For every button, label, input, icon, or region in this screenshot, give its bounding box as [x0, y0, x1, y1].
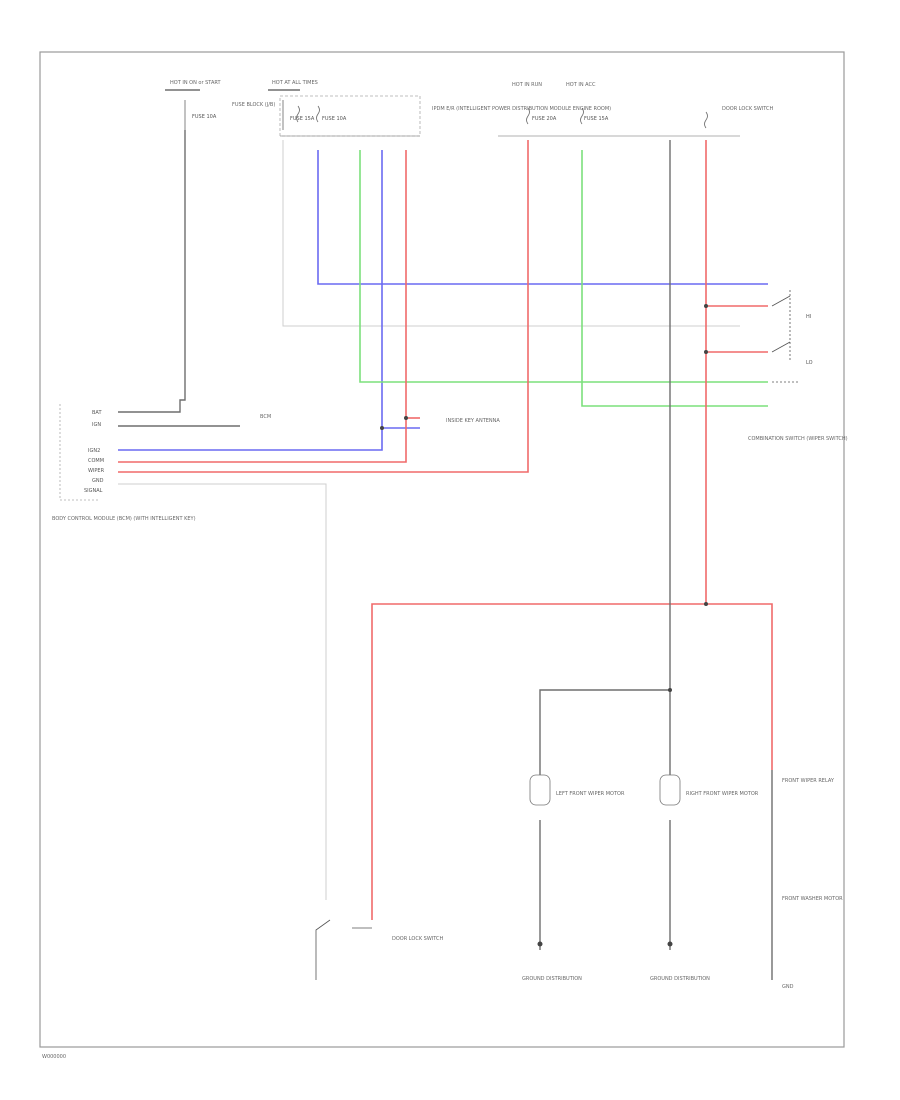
- svg-text:HOT IN ON or START: HOT IN ON or START: [170, 80, 221, 86]
- bcm-pins: BAT IGN IGN2 COMM WIPER GND SIGNAL: [84, 410, 105, 494]
- svg-text:GND: GND: [92, 478, 104, 484]
- fuse-label-2: FUSE 15A: [290, 116, 315, 122]
- combination-switch-label: COMBINATION SWITCH (WIPER SWITCH): [748, 436, 848, 442]
- svg-text:COMM: COMM: [88, 458, 104, 464]
- switch-contacts: [771, 290, 800, 383]
- svg-text:HOT AT ALL TIMES: HOT AT ALL TIMES: [272, 80, 318, 86]
- svg-text:HI: HI: [806, 314, 811, 320]
- power-source-1: HOT IN ON or START: [165, 80, 221, 91]
- fuse-block-label: FUSE BLOCK (J/B): [232, 102, 275, 108]
- svg-text:HOT IN ACC: HOT IN ACC: [566, 82, 596, 88]
- key-switch-label: BCM: [260, 414, 271, 420]
- fuse-label-4: FUSE 20A: [532, 116, 557, 122]
- door-lock-switch-label: DOOR LOCK SWITCH: [722, 106, 774, 112]
- fuse-label-5: FUSE 15A: [584, 116, 609, 122]
- power-source-2: HOT AT ALL TIMES: [268, 80, 318, 91]
- wire-blue-1: [317, 150, 768, 285]
- wire-blue-2: [118, 150, 383, 451]
- bcm-box: [59, 404, 100, 501]
- wire-red-4: [371, 140, 707, 920]
- wire-bat-black: [118, 130, 186, 413]
- door-switch-label: DOOR LOCK SWITCH: [392, 936, 444, 942]
- svg-text:LO: LO: [806, 360, 813, 366]
- door-switch-bottom: [315, 919, 372, 980]
- ground-left: GROUND DISTRIBUTION: [522, 941, 582, 982]
- svg-text:BAT: BAT: [92, 410, 102, 416]
- svg-text:WIPER: WIPER: [88, 468, 105, 474]
- right-front-wiper-motor: RIGHT FRONT WIPER MOTOR: [659, 774, 759, 806]
- wire-ground-branch: [539, 689, 670, 780]
- power-source-4: HOT IN ACC: [566, 82, 596, 88]
- svg-text:HOT IN RUN: HOT IN RUN: [512, 82, 542, 88]
- left-front-wiper-motor: LEFT FRONT WIPER MOTOR: [529, 774, 625, 806]
- svg-text:IGN2: IGN2: [88, 448, 100, 454]
- junction-dots: [380, 304, 708, 692]
- diagram-frame: [39, 51, 845, 1048]
- svg-text:SIGNAL: SIGNAL: [84, 488, 103, 494]
- wire-green-2: [581, 150, 768, 407]
- svg-text:GND: GND: [782, 984, 794, 990]
- ground-right: GROUND DISTRIBUTION: [650, 941, 710, 982]
- wire-red-1: [118, 150, 407, 463]
- ipdm-label: IPDM E/R (INTELLIGENT POWER DISTRIBUTION…: [432, 106, 611, 112]
- wire-green-1: [359, 150, 768, 383]
- svg-text:RIGHT FRONT WIPER MOTOR: RIGHT FRONT WIPER MOTOR: [686, 791, 759, 797]
- svg-text:GROUND DISTRIBUTION: GROUND DISTRIBUTION: [650, 976, 710, 982]
- inside-key-antenna-label: INSIDE KEY ANTENNA: [446, 418, 500, 424]
- fuse-label-3: FUSE 10A: [322, 116, 347, 122]
- wire-gray-down: [118, 483, 327, 900]
- bcm-label: BODY CONTROL MODULE (BCM) (WITH INTELLIG…: [52, 516, 196, 522]
- power-source-3: HOT IN RUN: [512, 82, 542, 88]
- wire-red-3: [118, 140, 529, 473]
- svg-text:FRONT WASHER MOTOR: FRONT WASHER MOTOR: [782, 896, 843, 902]
- footer-code: W000000: [42, 1054, 66, 1060]
- fuse-symbols: [184, 100, 708, 130]
- svg-text:FRONT WIPER RELAY: FRONT WIPER RELAY: [782, 778, 835, 784]
- wire-red-5: [706, 603, 773, 770]
- switch-pins: HI LO: [806, 314, 813, 366]
- svg-text:GROUND DISTRIBUTION: GROUND DISTRIBUTION: [522, 976, 582, 982]
- svg-text:LEFT FRONT WIPER MOTOR: LEFT FRONT WIPER MOTOR: [556, 791, 625, 797]
- svg-text:IGN: IGN: [92, 422, 101, 428]
- wire-shield-gray: [282, 140, 740, 327]
- washer-relay-group: FRONT WIPER RELAY FRONT WASHER MOTOR GND: [771, 770, 843, 990]
- fuse-label-1: FUSE 10A: [192, 114, 217, 120]
